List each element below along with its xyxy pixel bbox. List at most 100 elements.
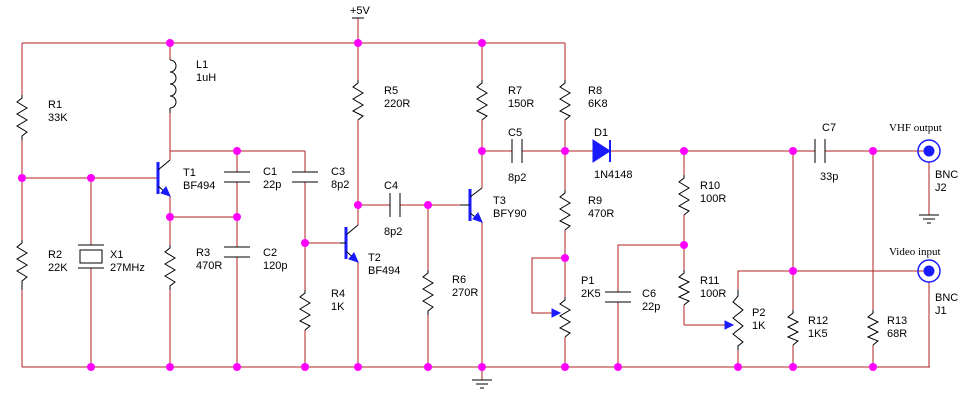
ground-icon [472, 379, 492, 389]
r3-ref: R3 [196, 247, 210, 259]
supply-label: +5V [350, 5, 371, 17]
j2-ref: J2 [935, 182, 947, 194]
t1-ref: T1 [183, 167, 196, 179]
t3-ref: T3 [493, 195, 506, 207]
capacitor-c2 [224, 246, 250, 258]
resistor-symbols [16, 80, 880, 350]
capacitor-symbols [224, 139, 826, 303]
r11-ref: R11 [700, 275, 719, 287]
p2-wiper-arrow [724, 320, 735, 330]
crystal-x1 [78, 244, 104, 269]
p1-ref: P1 [581, 275, 594, 287]
c3-ref: C3 [331, 166, 345, 178]
r12-ref: R12 [808, 315, 828, 327]
x1-ref: X1 [110, 249, 123, 261]
r2-value: 22K [48, 262, 68, 274]
t2-value: BF494 [368, 265, 400, 277]
resistor-r10 [677, 175, 690, 216]
r8-value: 6K8 [588, 98, 608, 110]
r11-value: 100R [700, 288, 726, 300]
j1-type: BNC [935, 292, 958, 304]
pot-wipers [551, 308, 735, 330]
r7-ref: R7 [508, 85, 522, 97]
c5-ref: C5 [508, 127, 522, 139]
t2-ref: T2 [368, 252, 381, 264]
t1-value: BF494 [183, 180, 215, 192]
resistor-r12 [786, 310, 800, 346]
x1-value: 27MHz [110, 262, 145, 274]
capacitor-c4 [389, 193, 401, 217]
r10-ref: R10 [700, 180, 720, 192]
c7-ref: C7 [822, 122, 836, 134]
d1-ref: D1 [594, 127, 608, 139]
p2-ref: P2 [752, 307, 765, 319]
transistor-t3 [460, 187, 483, 223]
r1-ref: R1 [48, 99, 62, 111]
resistor-r7 [475, 80, 488, 121]
resistor-r6 [422, 270, 434, 315]
junction-nodes [18, 39, 877, 371]
resistor-r2 [16, 240, 28, 290]
r10-value: 100R [700, 193, 726, 205]
c5-value: 8p2 [508, 172, 526, 184]
r5-ref: R5 [384, 85, 398, 97]
r9-value: 470R [588, 208, 614, 220]
r13-ref: R13 [887, 315, 907, 327]
capacitor-c5 [511, 139, 523, 163]
c2-ref: C2 [263, 247, 277, 259]
r1-value: 33K [48, 112, 68, 124]
r4-ref: R4 [331, 288, 345, 300]
r7-value: 150R [508, 98, 534, 110]
inductor-l1 [169, 59, 177, 113]
capacitor-c7 [814, 139, 826, 163]
c2-value: 120p [263, 260, 287, 272]
wires [21, 18, 930, 380]
r5-value: 220R [384, 98, 410, 110]
j1-ref: J1 [935, 305, 947, 317]
d1-value: 1N4148 [594, 169, 633, 181]
capacitor-c6 [605, 291, 631, 303]
bnc-connector-j2 [917, 139, 941, 163]
ground-icon-j2 [919, 214, 939, 224]
t3-value: BFY90 [493, 208, 527, 220]
c3-value: 8p2 [331, 179, 349, 191]
c1-ref: C1 [263, 166, 277, 178]
labels: +5V R1 33K R2 22K X1 27MHz L1 1uH T1 BF4… [48, 5, 958, 340]
resistor-r11 [677, 270, 691, 306]
resistor-p2 [732, 290, 744, 350]
r12-value: 1K5 [808, 328, 828, 340]
transistor-t2 [340, 224, 359, 263]
resistor-r4 [298, 290, 311, 331]
p2-value: 1K [752, 320, 766, 332]
c6-ref: C6 [642, 288, 656, 300]
r4-value: 1K [331, 301, 345, 313]
c1-value: 22p [263, 179, 281, 191]
j2-title: VHF output [889, 122, 942, 134]
capacitor-c3 [292, 171, 318, 183]
r6-ref: R6 [452, 274, 466, 286]
c7-value: 33p [820, 171, 838, 183]
l1-ref: L1 [196, 59, 208, 71]
l1-value: 1uH [196, 72, 216, 84]
transistor-t1 [150, 159, 171, 197]
j1-title: Video input [889, 246, 941, 258]
resistor-r1 [16, 95, 28, 140]
resistor-r5 [351, 80, 364, 121]
diode-d1 [592, 139, 611, 163]
resistor-r3 [164, 245, 176, 290]
p1-wiper-arrow [551, 308, 562, 318]
r13-value: 68R [887, 328, 907, 340]
j2-type: BNC [935, 169, 958, 181]
r8-ref: R8 [588, 85, 602, 97]
resistor-r9 [558, 190, 571, 231]
c4-value: 8p2 [384, 226, 402, 238]
p1-value: 2K5 [581, 288, 601, 300]
capacitor-c1 [224, 171, 250, 183]
r6-value: 270R [452, 287, 478, 299]
resistor-p1 [558, 297, 571, 338]
c4-ref: C4 [384, 180, 398, 192]
r3-value: 470R [196, 260, 222, 272]
bnc-connector-j1 [917, 259, 941, 283]
resistor-r13 [866, 310, 880, 346]
